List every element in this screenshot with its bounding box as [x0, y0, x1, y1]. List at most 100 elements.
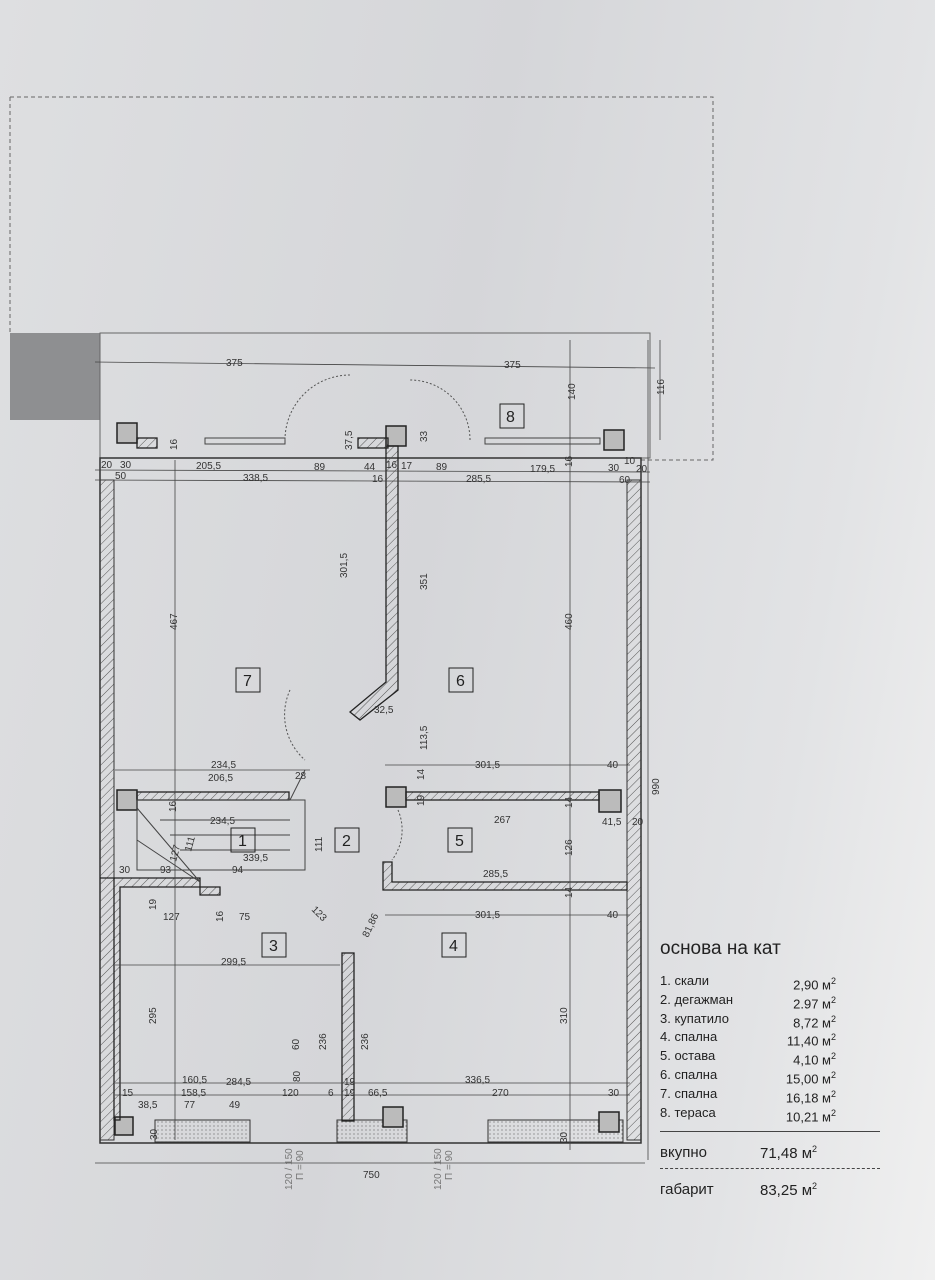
- dim: 339,5: [243, 853, 268, 864]
- dim: 234,5: [211, 760, 236, 771]
- dimension-labels: 375 375 116 140 37,5 33 16 16 20 30 205,…: [101, 358, 667, 1190]
- window-note: 120 / 150: [433, 1148, 444, 1190]
- dim: 127: [168, 843, 183, 862]
- dim: 336,5: [465, 1075, 490, 1086]
- window-note: 120 / 150: [284, 1148, 295, 1190]
- dim: 14: [416, 768, 427, 780]
- dim: 28: [295, 771, 307, 782]
- dim: 236: [360, 1033, 371, 1050]
- dim: 15: [122, 1088, 134, 1099]
- dim: 81,86: [361, 912, 382, 940]
- dim: 49: [229, 1100, 241, 1111]
- room-label-8: 8: [506, 409, 515, 426]
- dim: 16: [564, 455, 575, 467]
- dim: 6: [328, 1088, 334, 1099]
- dim: 301,5: [475, 760, 500, 771]
- dim: 375: [226, 358, 243, 369]
- dim: 44: [364, 462, 376, 473]
- dim: 32,5: [374, 705, 394, 716]
- dim: 467: [169, 613, 180, 630]
- dim: 16: [169, 438, 180, 450]
- dim: 301,5: [339, 553, 350, 578]
- room-label-4: 4: [449, 938, 458, 955]
- room-label-3: 3: [269, 938, 278, 955]
- dim: 19: [416, 794, 427, 806]
- dim: 17: [401, 461, 413, 472]
- dim: 30: [608, 463, 620, 474]
- dim: 16: [386, 460, 398, 471]
- dim: 16: [168, 800, 179, 812]
- dim: 270: [492, 1088, 509, 1099]
- dim: 285,5: [483, 869, 508, 880]
- dim: 66,5: [368, 1088, 388, 1099]
- dim: 267: [494, 815, 511, 826]
- dim: 20: [632, 817, 644, 828]
- dim: 179,5: [530, 464, 555, 475]
- dim: 60: [619, 475, 631, 486]
- dim: 60: [291, 1038, 302, 1050]
- dim: 30: [120, 460, 132, 471]
- dim: 30: [559, 1131, 570, 1143]
- dim: 111: [183, 835, 198, 853]
- divider: [660, 1130, 880, 1132]
- dim: 30: [608, 1088, 620, 1099]
- legend-title: основа на кат: [660, 938, 781, 959]
- dim: 160,5: [182, 1075, 207, 1086]
- dim: 16: [372, 474, 384, 485]
- dim: 460: [564, 613, 575, 630]
- dim: 19: [148, 898, 159, 910]
- columns: [114, 422, 625, 1136]
- window-note: П = 90: [295, 1150, 306, 1180]
- dim: 75: [239, 912, 251, 923]
- staircase: [136, 769, 306, 883]
- dim: 158,5: [181, 1088, 206, 1099]
- dim: 284,5: [226, 1077, 251, 1088]
- dim: 89: [314, 462, 326, 473]
- dim: 123: [309, 904, 329, 924]
- dim: 80: [292, 1070, 303, 1082]
- dim: 126: [564, 839, 575, 856]
- dim: 299,5: [221, 957, 246, 968]
- dim: 38,5: [138, 1100, 158, 1111]
- dim: 50: [115, 471, 127, 482]
- dim: 338,5: [243, 473, 268, 484]
- dim: 285,5: [466, 474, 491, 485]
- dim: 20: [636, 464, 648, 475]
- window-note: П = 90: [444, 1150, 455, 1180]
- room-label-5: 5: [455, 833, 464, 850]
- dim: 113,5: [419, 725, 430, 750]
- dim: 301,5: [475, 910, 500, 921]
- room-label-2: 2: [342, 833, 351, 850]
- dimension-lines: [94, 340, 661, 1164]
- dim: 16: [215, 910, 226, 922]
- dim: 750: [363, 1170, 380, 1181]
- dim: 40: [607, 910, 619, 921]
- dim: 990: [651, 778, 662, 795]
- dim: 111: [314, 836, 325, 852]
- dim: 10: [624, 456, 636, 467]
- room-label-6: 6: [456, 673, 465, 690]
- dim: 37,5: [344, 430, 355, 450]
- dim: 206,5: [208, 773, 233, 784]
- dim: 127: [163, 912, 180, 923]
- dim: 236: [318, 1033, 329, 1050]
- dim: 20: [101, 460, 113, 471]
- dim: 205,5: [196, 461, 221, 472]
- neighbour-block: [10, 333, 100, 420]
- dim: 120: [282, 1088, 299, 1099]
- dim: 89: [436, 462, 448, 473]
- dim: 33: [419, 430, 430, 442]
- dim: 310: [559, 1007, 570, 1024]
- dim: 295: [148, 1007, 159, 1024]
- dim: 94: [232, 865, 244, 876]
- dim: 77: [184, 1100, 196, 1111]
- dim: 19: [344, 1077, 356, 1088]
